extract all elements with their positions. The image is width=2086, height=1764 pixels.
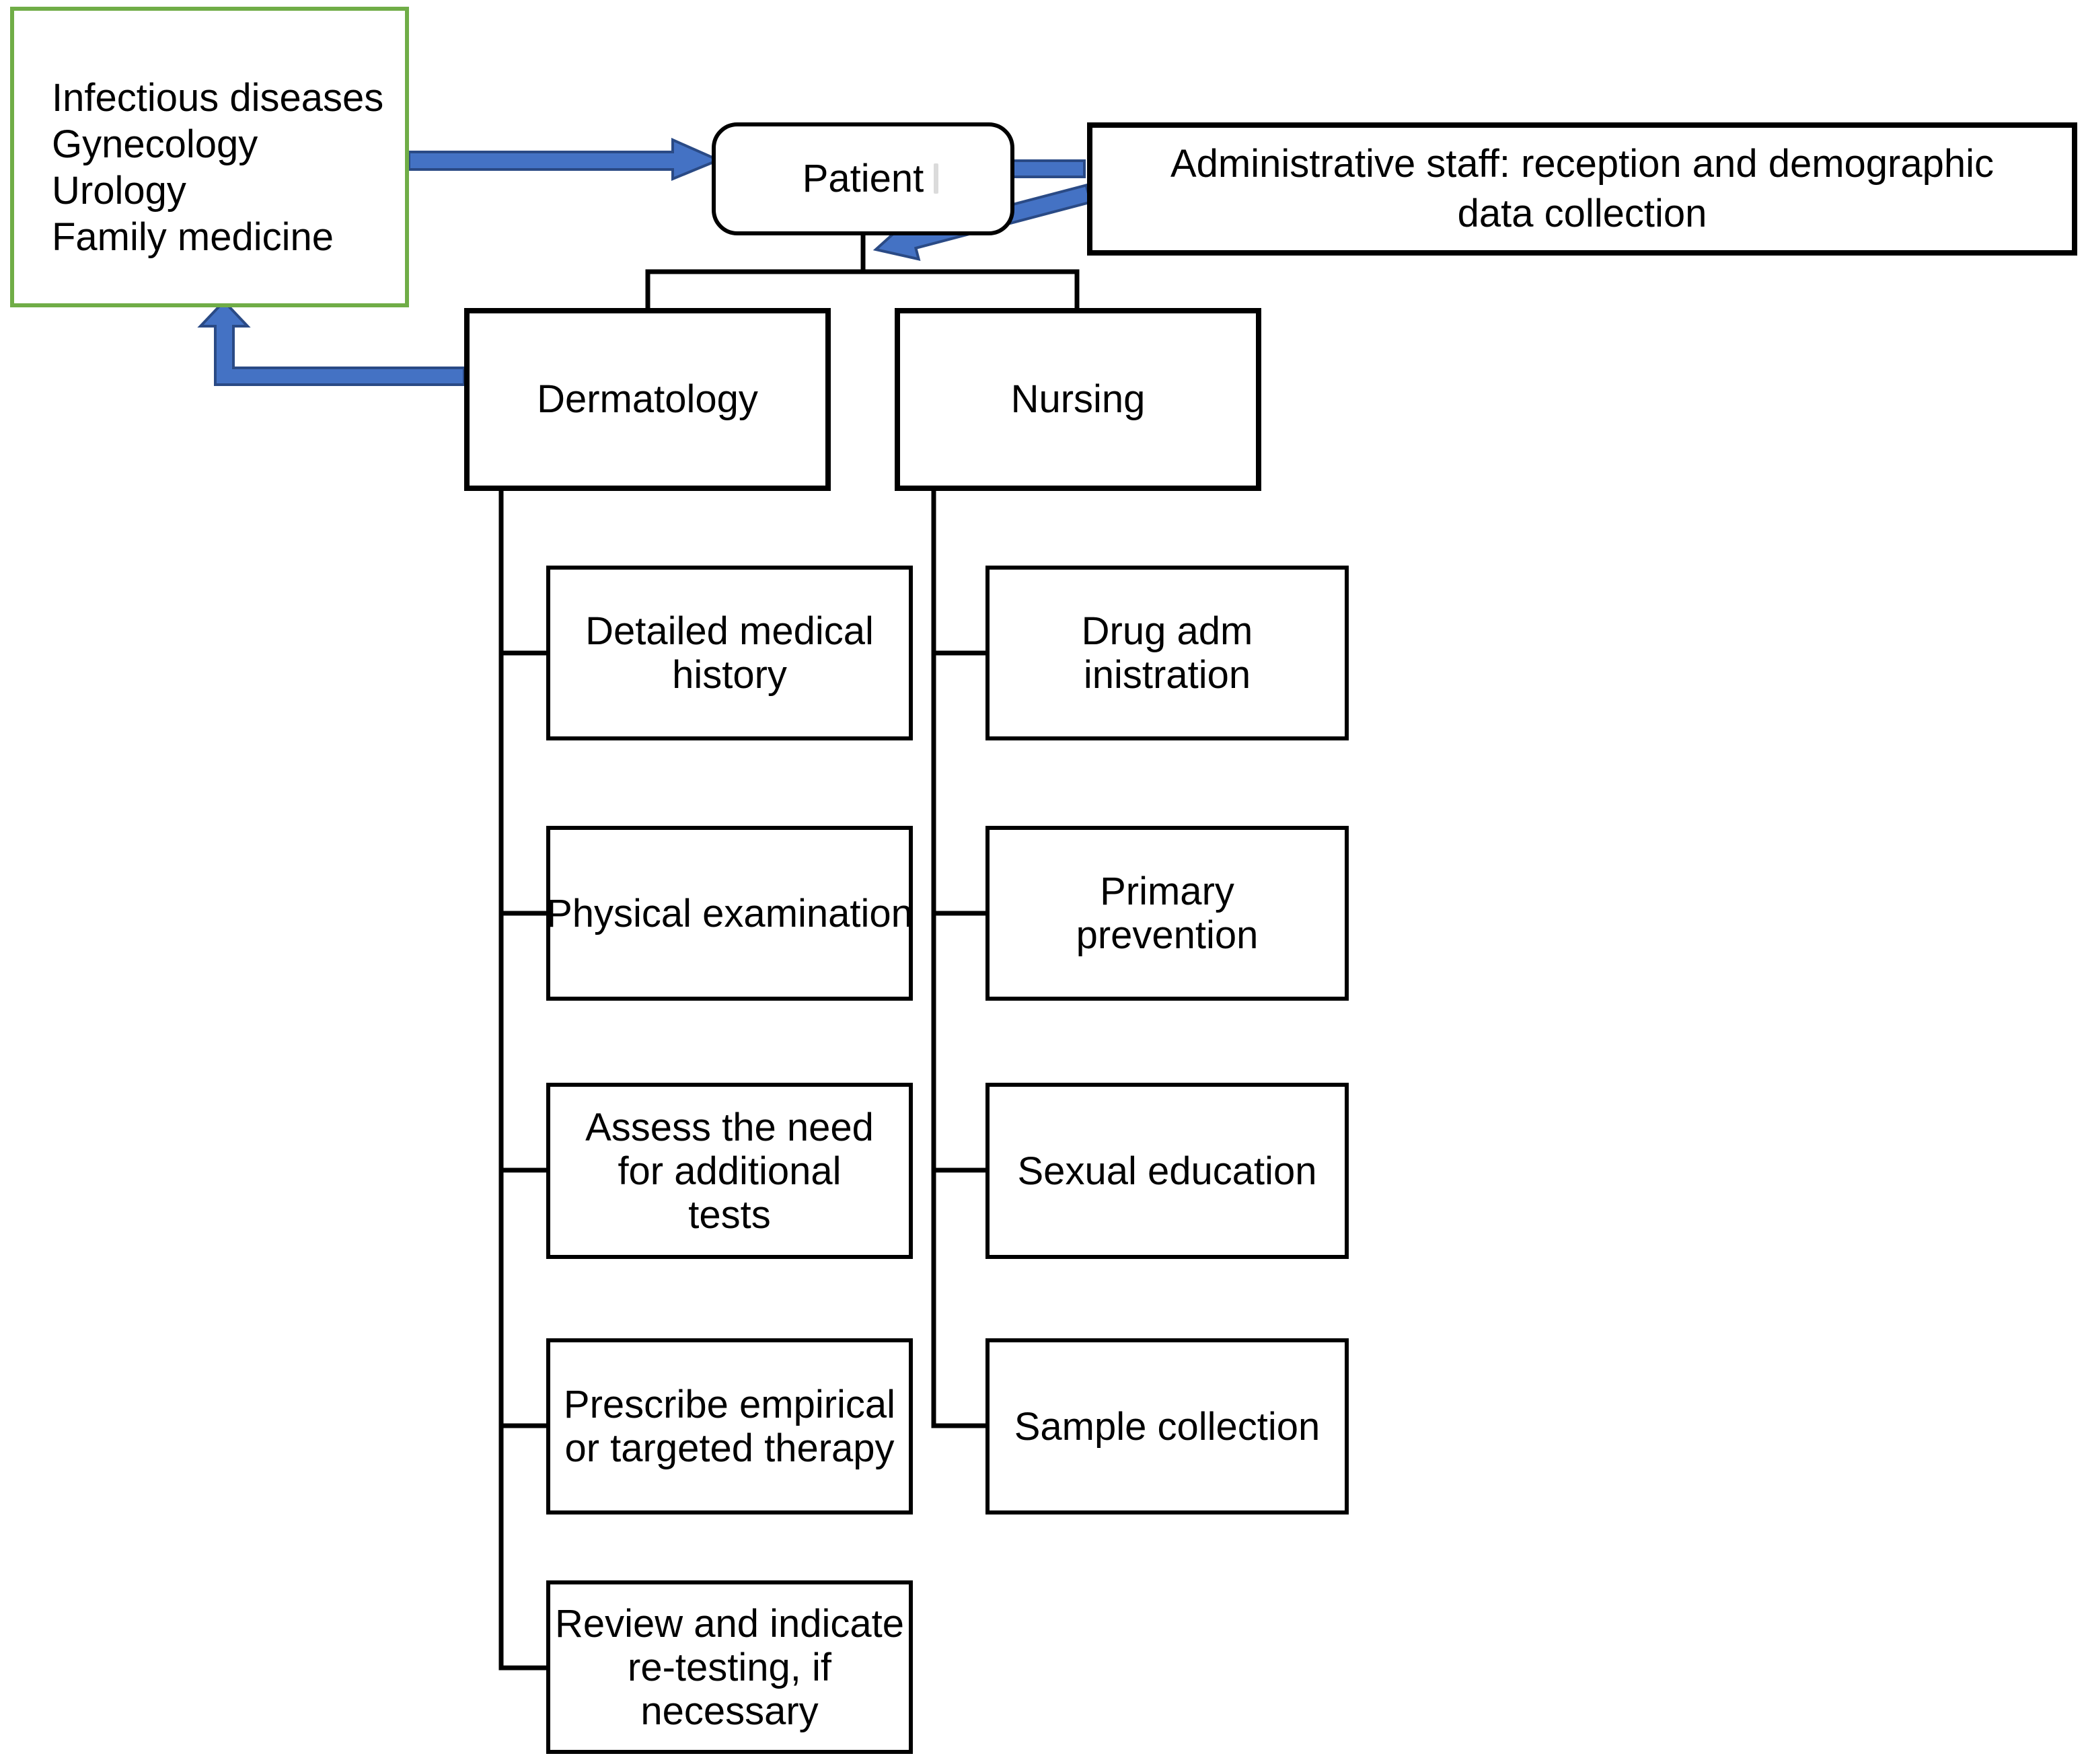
step-assess-additional-tests: Assess the need for additional tests xyxy=(546,1083,913,1259)
step-prescribe-therapy: Prescribe empirical or targeted therapy xyxy=(546,1338,913,1514)
referral-specialties-box: Infectious diseases Gynecology Urology F… xyxy=(10,7,409,307)
task-drug-administration: Drug adm inistration xyxy=(985,566,1349,740)
step-label-line: necessary xyxy=(640,1689,819,1733)
dermatology-step-connectors xyxy=(501,650,546,1428)
patient-label: Patient xyxy=(802,157,924,200)
step-review-retesting: Review and indicate re-testing, if neces… xyxy=(546,1580,913,1754)
step-label-line: tests xyxy=(688,1192,771,1237)
referral-to-patient-arrow xyxy=(408,137,722,181)
step-label-line: history xyxy=(672,653,787,697)
admin-staff-label-line: data collection xyxy=(1457,192,1707,235)
dermatology-label: Dermatology xyxy=(537,377,758,421)
nursing-label: Nursing xyxy=(1010,377,1146,421)
nursing-task-connectors xyxy=(934,650,985,1173)
patient-node: Patient xyxy=(712,122,1014,235)
nursing-node: Nursing xyxy=(895,308,1261,491)
step-physical-examination: Physical examination xyxy=(546,826,913,1001)
dermatology-to-referral-arrow xyxy=(197,299,465,386)
step-label-line: Prescribe empirical xyxy=(563,1383,896,1426)
patient-branch-connector xyxy=(645,269,1080,308)
dermatology-node: Dermatology xyxy=(464,308,831,491)
admin-staff-label-line: Administrative staff: reception and demo… xyxy=(1170,142,1995,186)
referral-specialty-label: Gynecology xyxy=(52,122,258,166)
ghost-text-artifact xyxy=(934,163,938,194)
task-primary-prevention: Primary prevention xyxy=(985,826,1349,1001)
step-label-line: re-testing, if xyxy=(628,1645,831,1689)
step-label-line: Physical examination xyxy=(546,891,913,935)
step-detailed-medical-history: Detailed medical history xyxy=(546,566,913,740)
task-label-line: Primary xyxy=(1100,870,1234,913)
nursing-trunk-connector xyxy=(931,491,985,1428)
step-label-line: or targeted therapy xyxy=(564,1426,895,1470)
task-sexual-education: Sexual education xyxy=(985,1083,1349,1259)
task-label-line: Sample collection xyxy=(1014,1404,1320,1449)
task-label-line: Sexual education xyxy=(1017,1149,1317,1193)
task-label-line: inistration xyxy=(1083,653,1251,697)
step-label-line: Review and indicate xyxy=(554,1601,905,1646)
step-label-line: Detailed medical xyxy=(585,609,874,653)
patient-to-admin-connector xyxy=(1006,159,1086,178)
referral-specialty-label: Urology xyxy=(52,168,186,213)
step-label-line: Assess the need xyxy=(585,1105,874,1149)
admin-staff-node: Administrative staff: reception and demo… xyxy=(1087,122,2077,256)
referral-specialty-label: Infectious diseases xyxy=(52,75,384,120)
task-label-line: prevention xyxy=(1076,913,1259,957)
dermatology-trunk-connector xyxy=(498,491,546,1671)
task-label-line: Drug adm xyxy=(1081,609,1253,653)
referral-specialty-label: Family medicine xyxy=(52,215,334,259)
step-label-line: for additional xyxy=(618,1149,842,1193)
task-sample-collection: Sample collection xyxy=(985,1338,1349,1514)
